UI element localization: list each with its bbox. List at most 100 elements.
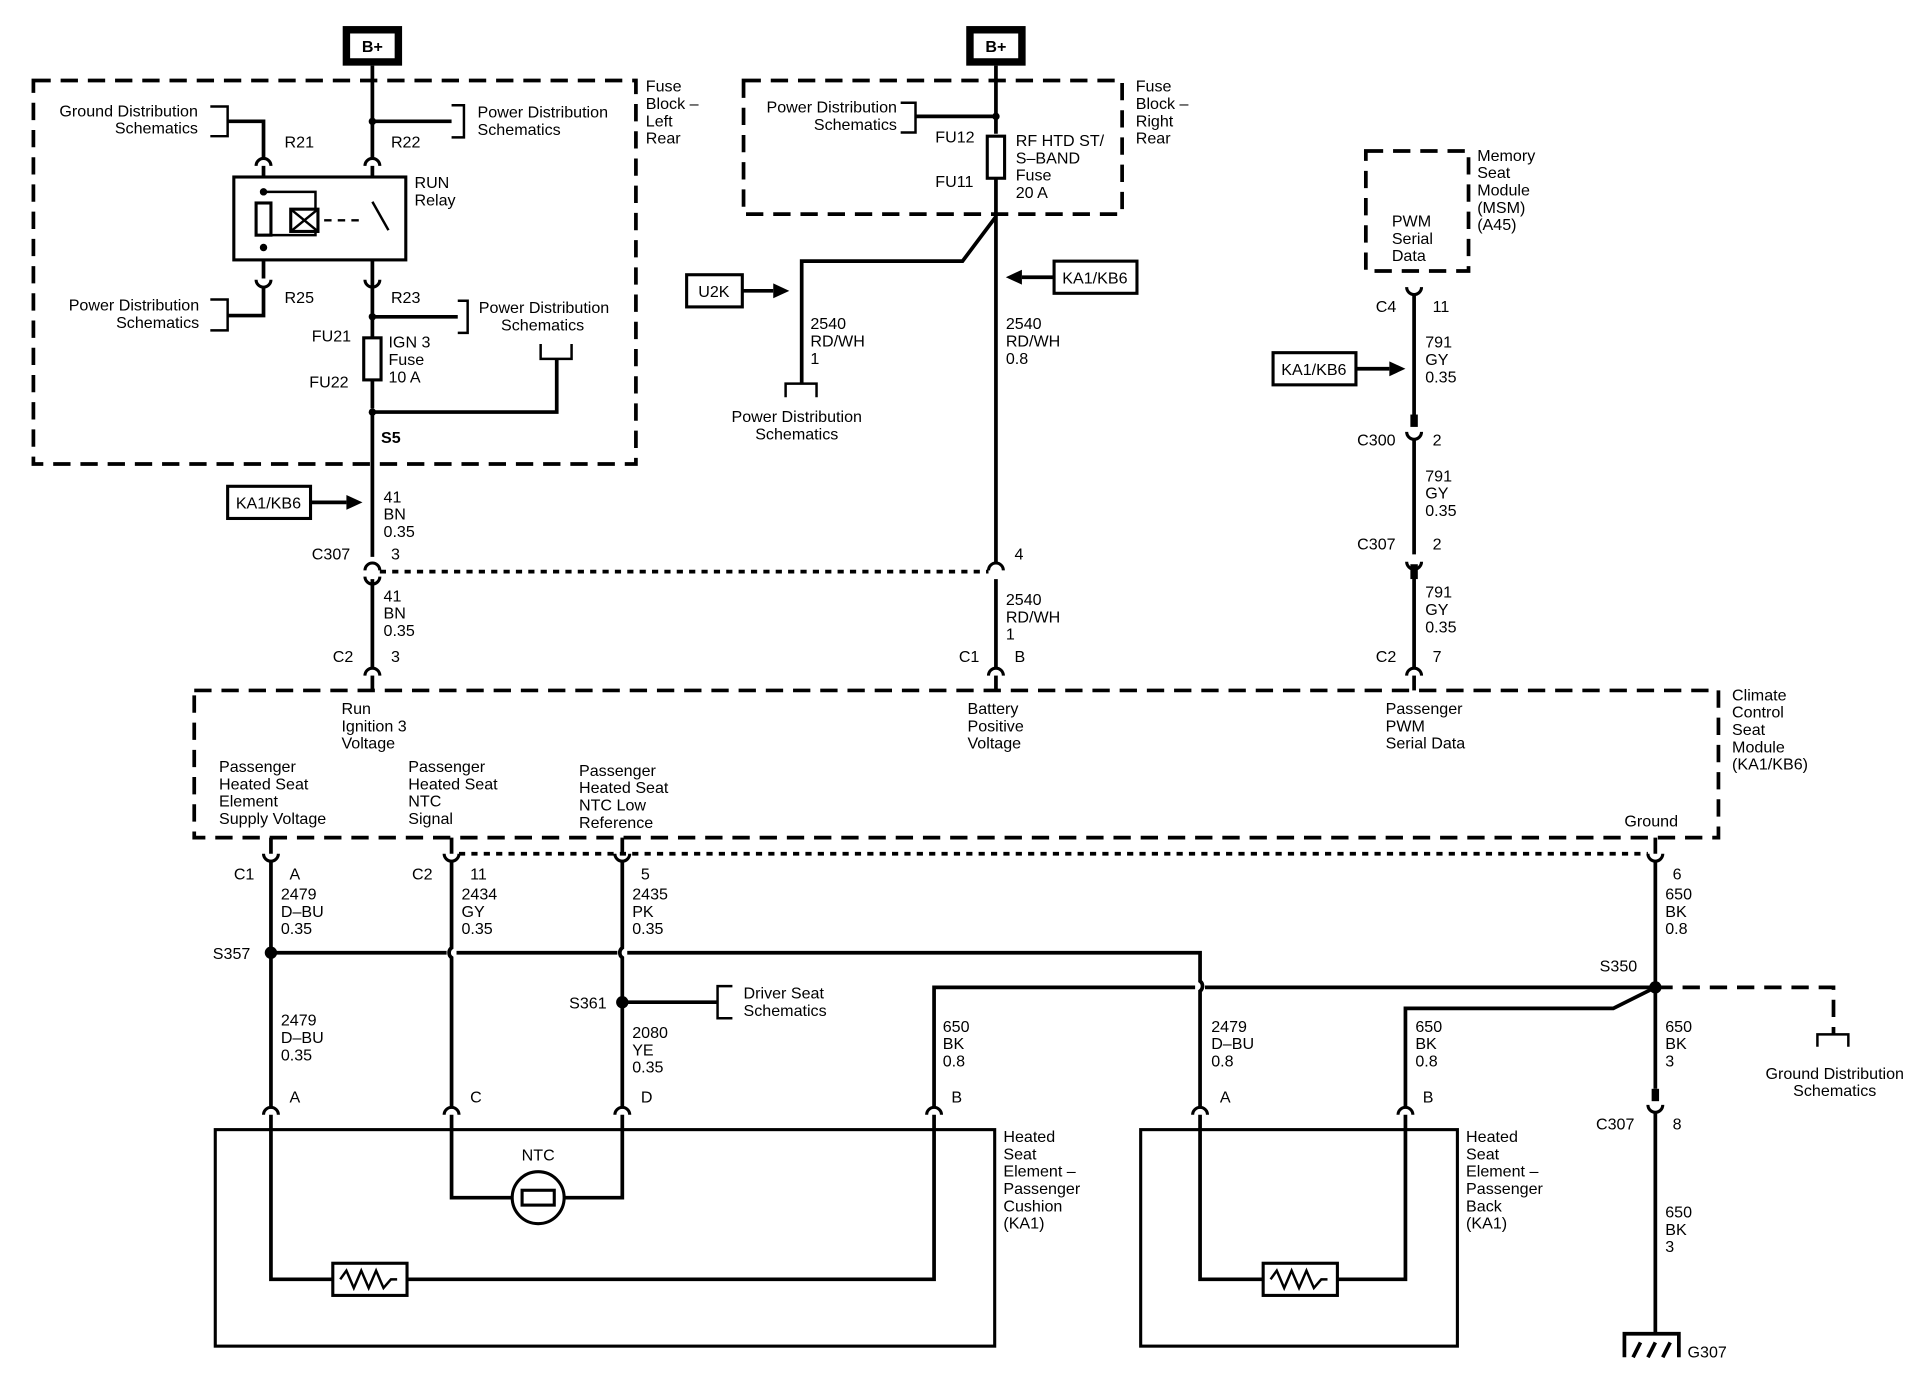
svg-text:791: 791 bbox=[1425, 334, 1452, 352]
pin-element-supply: Passenger Heated Seat Element Supply Vol… bbox=[219, 758, 326, 828]
terminal-fu22: FU22 bbox=[309, 373, 348, 391]
svg-text:A: A bbox=[289, 866, 300, 884]
svg-text:Heated Seat: Heated Seat bbox=[408, 775, 498, 793]
svg-text:PWM: PWM bbox=[1392, 212, 1431, 230]
svg-text:Schematics: Schematics bbox=[814, 116, 897, 134]
svg-text:RF HTD ST/: RF HTD ST/ bbox=[1016, 132, 1105, 150]
wire-2479-035-lower: 2479 D–BU 0.35 bbox=[281, 1012, 324, 1065]
svg-text:C300: C300 bbox=[1357, 431, 1395, 449]
svg-text:FU11: FU11 bbox=[935, 173, 973, 191]
svg-text:2434: 2434 bbox=[461, 886, 497, 904]
svg-text:2540: 2540 bbox=[1006, 591, 1042, 609]
svg-text:0.8: 0.8 bbox=[1211, 1053, 1233, 1071]
svg-text:Fuse: Fuse bbox=[1136, 78, 1172, 96]
svg-text:2540: 2540 bbox=[810, 315, 846, 333]
svg-text:0.35: 0.35 bbox=[281, 920, 312, 938]
b-plus-left: B+ bbox=[342, 26, 403, 66]
svg-text:D–BU: D–BU bbox=[281, 903, 324, 921]
svg-text:C2: C2 bbox=[333, 648, 354, 666]
pin-ntc-low-ref: Passenger Heated Seat NTC Low Reference bbox=[579, 762, 669, 832]
svg-text:Schematics: Schematics bbox=[115, 120, 198, 138]
svg-text:0.35: 0.35 bbox=[281, 1046, 312, 1064]
terminal-r23: R23 bbox=[391, 289, 421, 307]
svg-text:Serial: Serial bbox=[1392, 230, 1433, 248]
splice-s5: S5 bbox=[381, 429, 401, 447]
svg-text:Heated Seat: Heated Seat bbox=[219, 775, 309, 793]
svg-text:D–BU: D–BU bbox=[281, 1029, 324, 1047]
svg-text:Data: Data bbox=[1392, 247, 1426, 265]
wire-2080: 2080 YE 0.35 bbox=[632, 1024, 668, 1077]
fuse-ign3-label: IGN 3 Fuse 10 A bbox=[388, 334, 430, 387]
svg-text:Cushion: Cushion bbox=[1003, 1197, 1062, 1215]
wire-2479-08: 2479 D–BU 0.8 bbox=[1211, 1018, 1254, 1071]
svg-text:Rear: Rear bbox=[646, 130, 681, 148]
ground-g307: G307 bbox=[1688, 1343, 1727, 1361]
svg-text:BK: BK bbox=[1415, 1035, 1437, 1053]
ground-symbol bbox=[1622, 1331, 1681, 1359]
svg-text:650: 650 bbox=[1665, 1018, 1692, 1036]
svg-text:Positive: Positive bbox=[967, 717, 1023, 735]
svg-text:Left: Left bbox=[646, 112, 673, 130]
svg-text:YE: YE bbox=[632, 1041, 654, 1059]
svg-text:PWM: PWM bbox=[1386, 717, 1425, 735]
svg-text:Seat: Seat bbox=[1732, 721, 1766, 739]
option-ka1-kb6-left: KA1/KB6 bbox=[226, 484, 363, 521]
svg-text:PK: PK bbox=[632, 903, 654, 921]
svg-text:Control: Control bbox=[1732, 704, 1784, 722]
svg-text:C1: C1 bbox=[234, 866, 255, 884]
svg-text:10 A: 10 A bbox=[388, 368, 420, 386]
svg-text:S361: S361 bbox=[569, 994, 607, 1012]
svg-text:Voltage: Voltage bbox=[341, 735, 395, 753]
svg-text:C1: C1 bbox=[959, 648, 980, 666]
svg-text:Battery: Battery bbox=[967, 700, 1018, 718]
pin-passenger-pwm: Passenger PWM Serial Data bbox=[1386, 700, 1466, 753]
svg-text:Heated: Heated bbox=[1003, 1128, 1055, 1146]
climate-control-seat-module bbox=[192, 688, 1721, 840]
svg-text:0.35: 0.35 bbox=[632, 920, 663, 938]
wire-2540-08: 2540 RD/WH 0.8 bbox=[1006, 315, 1060, 368]
svg-text:Schematics: Schematics bbox=[1793, 1082, 1876, 1100]
svg-text:5: 5 bbox=[641, 866, 650, 884]
ref-power-dist-r25: Power Distribution Schematics bbox=[69, 297, 199, 332]
svg-text:GY: GY bbox=[461, 903, 485, 921]
svg-text:Element: Element bbox=[219, 793, 279, 811]
svg-text:1: 1 bbox=[810, 350, 819, 368]
svg-text:S350: S350 bbox=[1600, 957, 1638, 975]
ntc-label: NTC bbox=[522, 1147, 555, 1165]
fuse-block-left-outline bbox=[31, 78, 638, 466]
svg-text:Back: Back bbox=[1466, 1197, 1503, 1215]
svg-text:6: 6 bbox=[1673, 866, 1682, 884]
svg-text:Seat: Seat bbox=[1477, 164, 1511, 182]
svg-text:BK: BK bbox=[1665, 1035, 1687, 1053]
msm-label: Memory Seat Module (MSM) (A45) bbox=[1477, 147, 1535, 234]
svg-text:41: 41 bbox=[384, 587, 402, 605]
wire-650-08-right: 650 BK 0.8 bbox=[1665, 886, 1692, 939]
svg-text:0.8: 0.8 bbox=[1006, 350, 1028, 368]
svg-text:Power Distribution: Power Distribution bbox=[766, 99, 896, 117]
svg-text:Passenger: Passenger bbox=[579, 762, 657, 780]
svg-text:0.35: 0.35 bbox=[1425, 618, 1456, 636]
svg-text:Block –: Block – bbox=[646, 95, 699, 113]
svg-text:RD/WH: RD/WH bbox=[1006, 608, 1060, 626]
svg-text:3: 3 bbox=[1665, 1238, 1674, 1256]
svg-text:0.8: 0.8 bbox=[1415, 1053, 1437, 1071]
svg-text:2540: 2540 bbox=[1006, 315, 1042, 333]
svg-text:S–BAND: S–BAND bbox=[1016, 149, 1080, 167]
svg-text:GY: GY bbox=[1425, 351, 1449, 369]
wire-650-08-cushion: 650 BK 0.8 bbox=[943, 1018, 970, 1071]
svg-text:GY: GY bbox=[1425, 601, 1449, 619]
svg-text:41: 41 bbox=[384, 488, 402, 506]
svg-text:Seat: Seat bbox=[1466, 1145, 1500, 1163]
svg-text:Ignition 3: Ignition 3 bbox=[341, 717, 406, 735]
svg-text:B: B bbox=[1423, 1088, 1434, 1106]
svg-text:Signal: Signal bbox=[408, 810, 453, 828]
svg-text:C: C bbox=[470, 1088, 482, 1106]
svg-text:Element –: Element – bbox=[1466, 1163, 1538, 1181]
wire-650-3-lower: 650 BK 3 bbox=[1665, 1203, 1692, 1256]
svg-text:0.35: 0.35 bbox=[384, 523, 415, 541]
wire-2540-1-upper: 2540 RD/WH 1 bbox=[810, 315, 864, 368]
svg-text:A: A bbox=[289, 1088, 300, 1106]
svg-text:Climate: Climate bbox=[1732, 686, 1787, 704]
svg-text:Power Distribution: Power Distribution bbox=[732, 408, 862, 426]
svg-text:Passenger: Passenger bbox=[408, 758, 486, 776]
